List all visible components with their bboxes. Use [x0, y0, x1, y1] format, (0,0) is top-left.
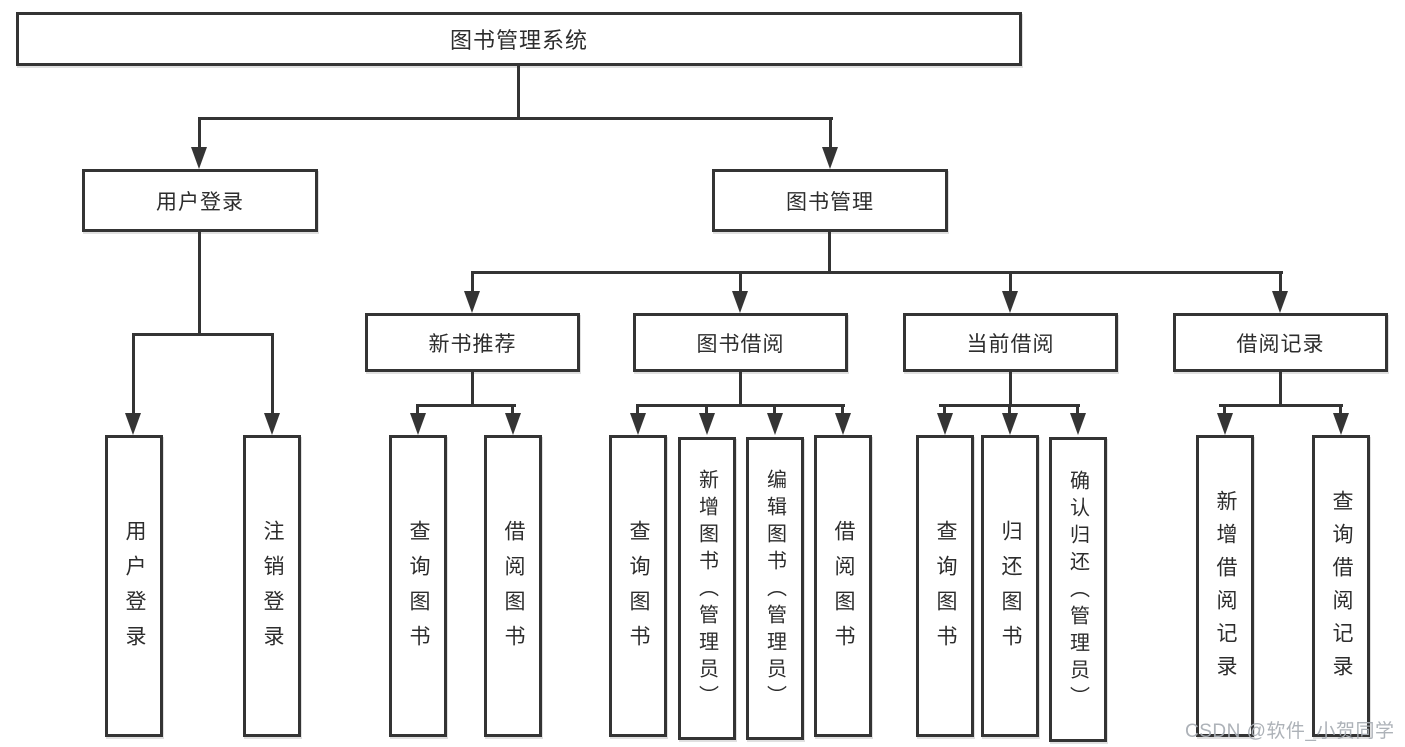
connector-line: [511, 404, 514, 417]
connector-line: [829, 117, 832, 149]
connector-line: [773, 404, 776, 417]
arrow-down-icon: [767, 413, 783, 435]
arrow-down-icon: [1002, 291, 1018, 313]
connector-line: [271, 333, 274, 417]
leaf-borrow-books-recommend: 借阅图书: [484, 435, 542, 737]
arrow-down-icon: [699, 413, 715, 435]
node-label: 新增图书（管理员）: [695, 469, 718, 712]
node-label: 借阅图书: [502, 519, 525, 660]
node-label: 新书推荐: [428, 332, 517, 356]
connector-line: [739, 372, 742, 407]
leaf-confirm-return-admin: 确认归还（管理员）: [1049, 437, 1107, 742]
arrow-down-icon: [937, 413, 953, 435]
connector-line: [416, 404, 516, 407]
arrow-down-icon: [125, 413, 141, 435]
arrow-down-icon: [822, 147, 838, 169]
connector-line: [517, 66, 520, 119]
leaf-edit-books-admin: 编辑图书（管理员）: [746, 437, 804, 740]
arrow-down-icon: [1217, 413, 1233, 435]
connector-line: [1279, 271, 1282, 297]
arrow-down-icon: [410, 413, 426, 435]
connector-line: [1219, 404, 1343, 407]
node-label: 用户登录: [156, 190, 244, 214]
node-label: 图书借阅: [696, 332, 785, 356]
node-label: 当前借阅: [966, 332, 1055, 356]
arrow-down-icon: [1272, 291, 1288, 313]
node-label: 确认归还（管理员）: [1066, 470, 1089, 713]
node-label: 查询图书: [407, 519, 430, 660]
connector-line: [636, 404, 639, 417]
leaf-query-books-borrowing: 查询图书: [609, 435, 667, 737]
arrow-down-icon: [464, 291, 480, 313]
arrow-down-icon: [630, 413, 646, 435]
arrow-down-icon: [1333, 413, 1349, 435]
node-borrow-records: 借阅记录: [1173, 313, 1388, 372]
arrow-down-icon: [191, 147, 207, 169]
node-label: 新增借阅记录: [1214, 490, 1237, 688]
connector-line: [198, 117, 201, 149]
node-new-book-recommend: 新书推荐: [365, 313, 580, 372]
connector-line: [471, 271, 1283, 274]
connector-line: [198, 117, 833, 120]
arrow-down-icon: [1002, 413, 1018, 435]
node-user-login: 用户登录: [82, 169, 318, 232]
node-root-library-system: 图书管理系统: [16, 12, 1022, 66]
node-label: 图书管理系统: [449, 28, 588, 53]
node-label: 借阅记录: [1236, 332, 1325, 356]
connector-line: [471, 372, 474, 407]
connector-line: [1339, 404, 1342, 417]
leaf-query-borrow-record: 查询借阅记录: [1312, 435, 1370, 737]
node-label: 借阅图书: [832, 519, 855, 660]
node-label: 归还图书: [999, 519, 1022, 660]
connector-line: [1279, 372, 1282, 407]
arrow-down-icon: [505, 413, 521, 435]
connector-line: [1009, 271, 1012, 297]
node-label: 查询图书: [627, 519, 650, 660]
node-book-borrowing: 图书借阅: [633, 313, 848, 372]
connector-line: [1076, 404, 1079, 417]
leaf-add-borrow-record: 新增借阅记录: [1196, 435, 1254, 737]
leaf-query-books-recommend: 查询图书: [389, 435, 447, 737]
node-current-borrowing: 当前借阅: [903, 313, 1118, 372]
connector-line: [132, 333, 135, 417]
leaf-borrow-books: 借阅图书: [814, 435, 872, 737]
leaf-return-books: 归还图书: [981, 435, 1039, 737]
watermark: CSDN @软件_小贺同学: [1185, 721, 1395, 742]
connector-line: [841, 404, 844, 417]
node-label: 注销登录: [261, 519, 284, 660]
connector-line: [132, 333, 274, 336]
arrow-down-icon: [1070, 413, 1086, 435]
node-label: 查询借阅记录: [1330, 490, 1353, 688]
leaf-add-books-admin: 新增图书（管理员）: [678, 437, 736, 740]
node-label: 图书管理: [786, 190, 874, 214]
node-book-management: 图书管理: [712, 169, 948, 232]
connector-line: [828, 232, 831, 274]
connector-line: [1008, 404, 1011, 417]
leaf-logout: 注销登录: [243, 435, 301, 737]
connector-line: [198, 232, 201, 335]
connector-line: [636, 404, 845, 407]
node-label: 编辑图书（管理员）: [763, 469, 786, 712]
connector-line: [943, 404, 946, 417]
connector-line: [416, 404, 419, 417]
connector-line: [1223, 404, 1226, 417]
connector-line: [739, 271, 742, 297]
connector-line: [471, 271, 474, 297]
leaf-query-books-current: 查询图书: [916, 435, 974, 737]
arrow-down-icon: [264, 413, 280, 435]
connector-line: [705, 404, 708, 417]
connector-line: [1009, 372, 1012, 407]
leaf-user-login: 用户登录: [105, 435, 163, 737]
arrow-down-icon: [732, 291, 748, 313]
node-label: 查询图书: [934, 519, 957, 660]
arrow-down-icon: [835, 413, 851, 435]
node-label: 用户登录: [123, 519, 146, 660]
